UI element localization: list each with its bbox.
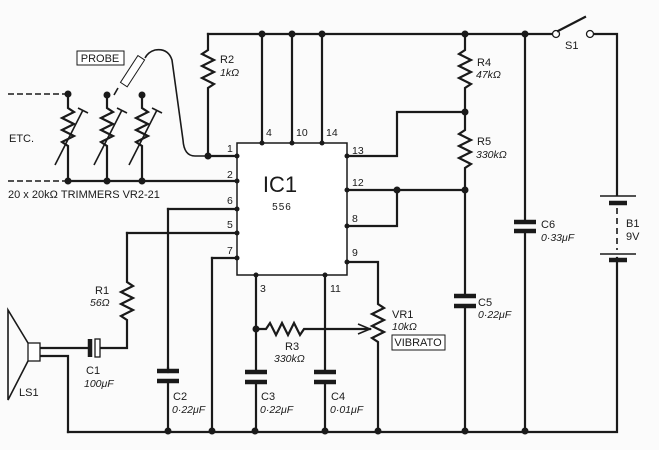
speaker-ls1: LS1 — [7, 307, 41, 401]
pin-label: 4 — [266, 127, 272, 139]
r2-value: 1kΩ — [220, 67, 239, 79]
trimmer — [93, 91, 128, 185]
resistor-r5: R5 330kΩ — [456, 110, 507, 192]
r5-ref: R5 — [477, 136, 491, 148]
capacitor-c1: C1 100μF — [38, 338, 114, 390]
pin-label: 11 — [330, 283, 341, 295]
c6-ref: C6 — [541, 219, 555, 231]
r3-value: 330kΩ — [274, 353, 305, 365]
potentiometer-vr1: VR1 10kΩ VIBRATO — [345, 260, 446, 433]
ic1-556: IC1 556 4 10 14 1 2 6 5 7 13 12 8 9 3 11 — [227, 32, 364, 295]
pin-label: 5 — [227, 219, 233, 231]
capacitor-c4: C4 0·01μF — [314, 273, 364, 433]
pin-label: 3 — [260, 283, 266, 295]
r5-value: 330kΩ — [476, 149, 507, 161]
c4-value: 0·01μF — [330, 404, 364, 416]
pin-label: 13 — [352, 145, 364, 157]
capacitor-c3: C3 0·22μF — [245, 327, 294, 433]
pin-label: 12 — [352, 177, 364, 189]
c6-value: 0·33μF — [541, 232, 575, 244]
r3-ref: R3 — [285, 341, 299, 353]
pin-label: 6 — [227, 195, 233, 207]
c4-ref: C4 — [331, 391, 345, 403]
probe: PROBE — [76, 48, 208, 157]
capacitor-c5: C5 0·22μF — [454, 188, 512, 433]
c1-value: 100μF — [84, 378, 114, 390]
trimmer-array: ETC. 20 x 20kΩ TRIMMERS VR2-21 — [8, 90, 239, 201]
b1-value: 9V — [626, 231, 640, 243]
vibrato-label: VIBRATO — [394, 337, 442, 349]
resistor-r2: R2 1kΩ — [199, 32, 239, 160]
speaker-label: LS1 — [19, 387, 39, 399]
resistor-r4: R4 47kΩ — [456, 32, 501, 114]
trimmer — [54, 90, 89, 185]
r2-ref: R2 — [220, 54, 234, 66]
ic-ref: IC1 — [263, 172, 297, 197]
pin-label: 1 — [227, 143, 233, 155]
pin-label: 7 — [227, 245, 233, 257]
capacitor-c6: C6 0·33μF — [514, 32, 575, 433]
pin-label: 9 — [352, 247, 358, 259]
etc-label: ETC. — [9, 133, 34, 145]
probe-label: PROBE — [81, 53, 120, 65]
wire-pin13 — [345, 110, 467, 158]
pin-label: 2 — [227, 169, 233, 181]
r4-value: 47kΩ — [476, 69, 501, 81]
trimmer — [128, 91, 163, 185]
left-wiring — [125, 207, 239, 433]
ic-type: 556 — [272, 202, 292, 213]
c5-value: 0·22μF — [478, 309, 512, 321]
resistor-r1: R1 56Ω — [90, 231, 136, 350]
s1-ref: S1 — [565, 40, 578, 52]
switch-s1: S1 — [551, 15, 595, 52]
capacitor-c2: C2 0·22μF — [157, 366, 206, 433]
wire-pin8 — [345, 188, 399, 228]
resistor-r3: R3 330kΩ — [252, 273, 373, 365]
c2-value: 0·22μF — [172, 404, 206, 416]
vr1-ref: VR1 — [392, 309, 413, 321]
c2-ref: C2 — [173, 391, 187, 403]
pin-label: 8 — [352, 213, 358, 225]
r1-value: 56Ω — [90, 297, 110, 309]
r4-ref: R4 — [477, 57, 491, 69]
c1-ref: C1 — [86, 365, 100, 377]
b1-ref: B1 — [626, 218, 639, 230]
pin-label: 10 — [296, 127, 308, 139]
c3-value: 0·22μF — [260, 404, 294, 416]
trimmers-label: 20 x 20kΩ TRIMMERS VR2-21 — [8, 189, 160, 201]
c5-ref: C5 — [478, 297, 492, 309]
battery-b1: B1 9V — [600, 195, 640, 263]
c3-ref: C3 — [261, 391, 275, 403]
vr1-value: 10kΩ — [392, 321, 417, 333]
pin-label: 14 — [326, 127, 338, 139]
r1-ref: R1 — [95, 285, 109, 297]
